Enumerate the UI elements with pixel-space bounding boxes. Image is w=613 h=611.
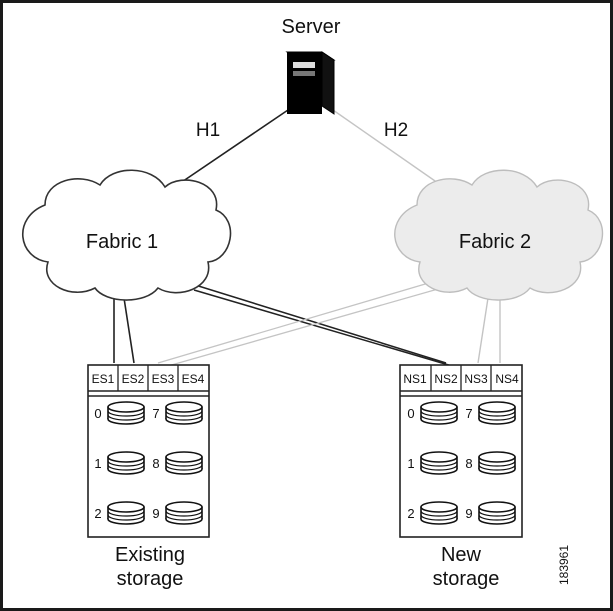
disk-icon [478, 401, 516, 425]
link-h2 [332, 109, 449, 191]
disk-label: 0 [407, 406, 414, 421]
disk-icon [478, 451, 516, 475]
disk-label: 7 [152, 406, 159, 421]
disk-icon [420, 501, 458, 525]
disk-icon [165, 501, 203, 525]
new-storage-caption-2: storage [433, 568, 500, 590]
port-ns1: NS1 [403, 372, 427, 386]
disk-label: 9 [465, 506, 472, 521]
new-storage-caption-1: New [441, 544, 482, 566]
disk-label: 1 [407, 456, 414, 471]
port-ns3: NS3 [464, 372, 488, 386]
disk-label: 7 [465, 406, 472, 421]
port-es4: ES4 [182, 372, 205, 386]
disk-icon [107, 401, 145, 425]
disk-label: 2 [94, 506, 101, 521]
port-ns2: NS2 [434, 372, 458, 386]
link-fabric2-ns3 [477, 297, 489, 364]
disk-icon [420, 401, 458, 425]
h2-label: H2 [384, 120, 408, 141]
port-es2: ES2 [122, 372, 145, 386]
disk-icon [420, 451, 458, 475]
link-fabric2-es3 [157, 281, 433, 364]
fabric2-cloud: Fabric 2 [394, 169, 604, 301]
disk-icon [165, 451, 203, 475]
disk-icon [165, 401, 203, 425]
fabric1-label: Fabric 1 [86, 231, 158, 253]
existing-storage-array: ES1 ES2 ES3 ES4 0 7 1 8 2 9 Existing sto… [87, 364, 210, 590]
server: Server [282, 16, 341, 115]
disk-icon [107, 451, 145, 475]
existing-storage-caption-2: storage [117, 568, 184, 590]
figure-id: 183961 [557, 545, 571, 585]
disk-label: 2 [407, 506, 414, 521]
link-fabric2-es4 [167, 288, 439, 367]
fabric1-cloud: Fabric 1 [21, 169, 232, 301]
disk-icon [478, 501, 516, 525]
disk-label: 8 [152, 456, 159, 471]
new-storage-array: NS1 NS2 NS3 NS4 0 7 1 8 2 9 New storage [399, 364, 523, 590]
port-es3: ES3 [152, 372, 175, 386]
link-fabric1-ns2 [193, 289, 453, 367]
fabric2-label: Fabric 2 [459, 231, 531, 253]
h1-label: H1 [196, 120, 220, 141]
link-fabric1-es2 [123, 297, 135, 364]
disk-label: 8 [465, 456, 472, 471]
existing-storage-caption-1: Existing [115, 544, 185, 566]
port-es1: ES1 [92, 372, 115, 386]
disk-label: 1 [94, 456, 101, 471]
disk-label: 9 [152, 506, 159, 521]
link-h1 [169, 109, 289, 191]
server-icon [285, 51, 336, 115]
port-ns4: NS4 [495, 372, 519, 386]
disk-icon [107, 501, 145, 525]
server-label: Server [282, 16, 341, 38]
disk-label: 0 [94, 406, 101, 421]
connections [113, 109, 501, 367]
